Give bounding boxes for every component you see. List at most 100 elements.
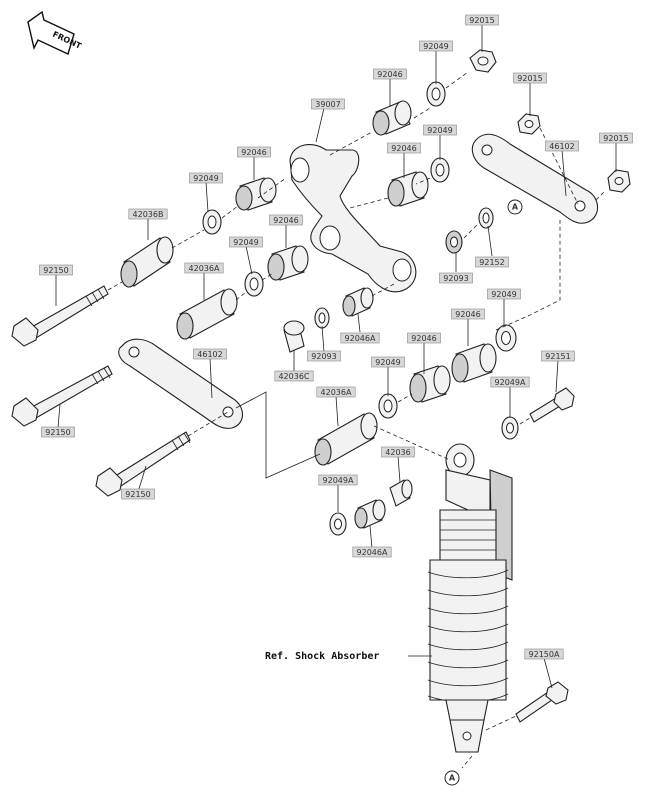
marker-a-upper: A: [507, 199, 523, 215]
part-number-text: 92046A: [345, 334, 376, 343]
part-number-text: 92015: [603, 134, 628, 143]
bolt-92151: [529, 387, 575, 423]
part-label-42036b: 42036B: [128, 208, 168, 220]
washer-92049-left: [202, 209, 222, 235]
part-label-92046: 92046: [451, 308, 485, 320]
washer-92049-mid: [430, 157, 450, 183]
marker-a-lower: A: [444, 770, 460, 786]
part-label-92046: 92046: [269, 214, 303, 226]
part-number-text: 39007: [315, 100, 340, 109]
collar-42036: [389, 479, 413, 507]
part-label-42036a: 42036A: [184, 262, 224, 274]
part-number-text: 46102: [197, 350, 222, 359]
ref-shock-absorber-label: Ref. Shock Absorber: [265, 651, 379, 662]
part-number-text: 42036B: [133, 210, 164, 219]
part-label-92093: 92093: [439, 272, 473, 284]
part-label-92150: 92150: [39, 264, 73, 276]
part-label-92093: 92093: [307, 350, 341, 362]
part-label-92046: 92046: [407, 332, 441, 344]
part-label-92046: 92046: [237, 146, 271, 158]
part-label-92046: 92046: [373, 68, 407, 80]
seal-92093-left: [314, 307, 330, 329]
part-number-text: 92049A: [495, 378, 526, 387]
part-label-92049: 92049: [487, 288, 521, 300]
part-label-46102: 46102: [193, 348, 227, 360]
part-number-text: 92046: [377, 70, 402, 79]
part-number-text: 92151: [545, 352, 570, 361]
collar-42036a-lower: [314, 412, 378, 466]
rocker-arm-39007: [289, 144, 417, 293]
part-number-text: 92093: [311, 352, 336, 361]
part-number-text: 92049: [427, 126, 452, 135]
part-number-text: 92150A: [529, 650, 560, 659]
seal-92093-right: [445, 230, 463, 254]
part-label-92150a: 92150A: [524, 648, 564, 660]
nut-92015-mid: [517, 113, 541, 135]
bearing-92046-right: [451, 343, 497, 383]
part-number-text: 92150: [45, 428, 70, 437]
svg-text:A: A: [512, 203, 519, 212]
part-label-92015: 92015: [465, 14, 499, 26]
part-label-92015: 92015: [513, 72, 547, 84]
part-label-92049: 92049: [189, 172, 223, 184]
bearing-92046-center: [267, 245, 309, 281]
part-number-text: 92015: [517, 74, 542, 83]
washer-92049-right: [495, 324, 517, 352]
washer-92049-top: [426, 81, 446, 107]
spacer-92152: [478, 207, 494, 229]
bearing-92046-lower: [409, 365, 451, 403]
part-label-92046a: 92046A: [340, 332, 380, 344]
collar-42036c: [283, 320, 305, 353]
part-number-text: 92150: [125, 490, 150, 499]
part-label-39007: 39007: [311, 98, 345, 110]
part-label-92049a: 92049A: [490, 376, 530, 388]
part-label-92150: 92150: [121, 488, 155, 500]
part-number-text: 42036A: [189, 264, 220, 273]
washer-92049-center: [244, 271, 264, 297]
bolt-92150-lower: [95, 431, 191, 497]
bearing-92046-mid: [387, 171, 429, 207]
bolt-92150a: [515, 681, 569, 723]
part-label-92049a: 92049A: [318, 474, 358, 486]
part-number-text: 92049: [233, 238, 258, 247]
svg-text:A: A: [449, 774, 456, 783]
part-number-text: 42036A: [321, 388, 352, 397]
part-number-text: 92046: [411, 334, 436, 343]
bearing-92046-top: [372, 100, 412, 136]
part-label-42036c: 42036C: [274, 370, 314, 382]
nut-92015-top: [469, 49, 497, 73]
bolt-92150-middle: [11, 365, 113, 427]
shock-absorber: [427, 443, 513, 753]
part-number-text: 92152: [479, 258, 504, 267]
part-label-42036: 42036: [381, 446, 415, 458]
part-label-92046a: 92046A: [352, 546, 392, 558]
bearing-92046a-lower: [354, 499, 386, 529]
part-number-text: 92046: [241, 148, 266, 157]
part-number-text: 92150: [43, 266, 68, 275]
part-label-92049: 92049: [229, 236, 263, 248]
collar-42036a-upper: [176, 288, 238, 340]
part-number-text: 92046: [273, 216, 298, 225]
bearing-92046-left: [235, 177, 277, 211]
part-label-92150: 92150: [41, 426, 75, 438]
tie-rod-46102-lower: [118, 338, 244, 429]
part-number-text: 92049: [491, 290, 516, 299]
tie-rod-46102-upper: [471, 133, 599, 224]
part-number-text: 92049: [375, 358, 400, 367]
part-label-92152: 92152: [475, 256, 509, 268]
part-number-text: 92093: [443, 274, 468, 283]
part-label-92049: 92049: [371, 356, 405, 368]
part-number-text: 92049: [193, 174, 218, 183]
front-arrow-icon: FRONT: [27, 10, 83, 55]
washer-92049-lower: [378, 393, 398, 419]
part-label-92046: 92046: [387, 142, 421, 154]
part-label-42036a: 42036A: [316, 386, 356, 398]
collar-42036b: [120, 236, 174, 288]
part-number-text: 92046: [391, 144, 416, 153]
part-label-92049: 92049: [423, 124, 457, 136]
part-number-text: 42036C: [278, 372, 309, 381]
part-number-text: 92049A: [323, 476, 354, 485]
bearing-92046a-upper: [342, 287, 374, 317]
part-number-text: 92046: [455, 310, 480, 319]
